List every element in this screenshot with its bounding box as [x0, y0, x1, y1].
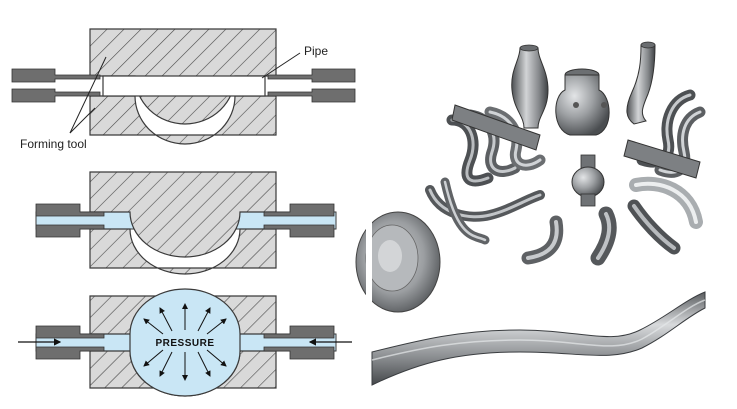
dish-part	[355, 208, 441, 318]
bulged-pipe	[129, 288, 241, 397]
left-plunger	[35, 325, 105, 360]
slim-tube-part	[626, 41, 656, 125]
stage-pressurized-die: PRESSURE	[18, 288, 352, 397]
right-plunger	[263, 203, 335, 238]
curved-pipe-part	[627, 176, 703, 255]
left-plunger	[11, 68, 101, 103]
pipe-label: Pipe	[304, 44, 328, 58]
elbow-part	[521, 206, 617, 266]
bulb-fitting-part	[571, 154, 605, 207]
tool-leader-1	[69, 56, 107, 134]
pressure-arrows	[143, 303, 227, 381]
long-rail-part	[371, 291, 706, 386]
pressure-label: PRESSURE	[155, 338, 214, 349]
stage-empty-die: Pipe Forming tool	[11, 28, 356, 151]
vessel-part	[555, 68, 610, 136]
bent-tube-part	[425, 177, 545, 245]
right-plunger	[267, 68, 356, 103]
bulged-tube-part	[511, 44, 549, 129]
upper-die	[89, 171, 277, 258]
left-plunger	[35, 203, 105, 238]
pipe	[102, 75, 266, 97]
exhaust-header-right	[623, 89, 706, 179]
right-plunger	[263, 325, 335, 360]
lower-die	[89, 228, 277, 275]
tool-leader-2	[69, 107, 96, 134]
hydroformed-parts-photo	[355, 41, 706, 386]
exhaust-header-left	[446, 104, 546, 187]
forming-tool-label: Forming tool	[20, 137, 87, 151]
pipe-leader	[261, 52, 301, 79]
lower-die	[89, 95, 277, 145]
stage-filled-die	[35, 171, 337, 275]
